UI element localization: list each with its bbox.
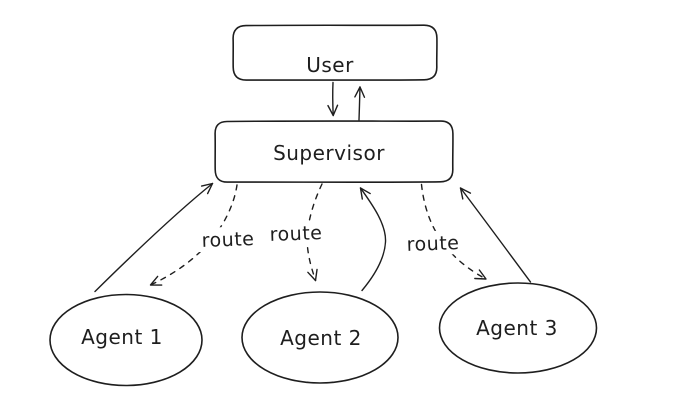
edge-label-route-agent-3: route xyxy=(401,229,465,257)
agent-3-ellipse xyxy=(438,282,598,374)
edge-agent-2-to-supervisor xyxy=(359,187,387,292)
node-user: User xyxy=(232,24,438,81)
edge-supervisor-to-user xyxy=(354,86,366,121)
edges xyxy=(94,81,532,293)
node-agent-2: Agent 2 xyxy=(241,291,399,384)
edge-route-to-agent-1 xyxy=(149,184,238,286)
node-agent-3: Agent 3 xyxy=(438,282,598,374)
route-label-1: route xyxy=(201,228,254,252)
agent-2-ellipse xyxy=(241,291,399,384)
agent-1-label: Agent 1 xyxy=(81,325,163,349)
route-label-2: route xyxy=(269,222,322,246)
agent-3-label: Agent 3 xyxy=(476,316,558,340)
edge-agent-3-to-supervisor xyxy=(459,187,532,283)
node-agent-1: Agent 1 xyxy=(49,293,203,387)
node-supervisor: Supervisor xyxy=(214,120,454,183)
route-label-2-bg xyxy=(264,219,328,247)
edge-route-to-agent-3 xyxy=(420,183,487,280)
edge-label-route-agent-1: route xyxy=(196,225,260,253)
supervisor-label: Supervisor xyxy=(273,141,385,165)
agent-2-label: Agent 2 xyxy=(280,326,362,350)
edge-agent-1-to-supervisor xyxy=(94,182,214,293)
route-label-1-bg xyxy=(196,225,260,253)
supervisor-box xyxy=(214,120,454,183)
user-label: User xyxy=(306,53,354,77)
edge-route-to-agent-2 xyxy=(306,183,323,282)
edge-label-route-agent-2: route xyxy=(264,219,328,247)
agent-1-ellipse xyxy=(49,293,203,387)
route-label-3-bg xyxy=(401,229,465,257)
route-label-3: route xyxy=(406,232,459,256)
user-box xyxy=(232,24,438,81)
